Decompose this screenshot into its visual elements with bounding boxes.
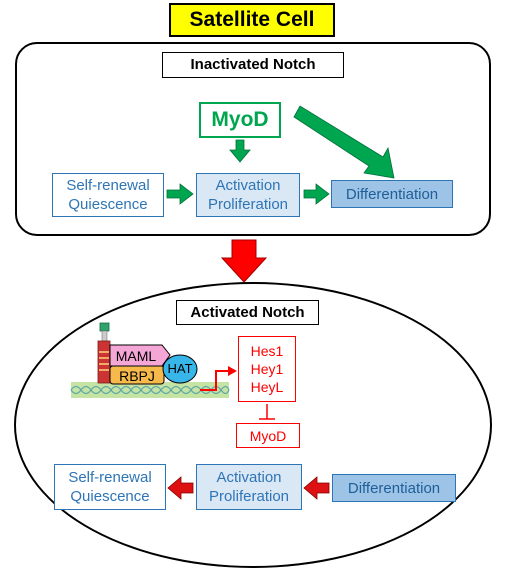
activation-top-line1: Activation bbox=[215, 177, 281, 194]
differentiation-top-box: Differentiation bbox=[331, 180, 453, 208]
transition-arrow bbox=[220, 239, 268, 283]
myod-bottom-box: MyoD bbox=[236, 423, 300, 448]
target-hey1: Hey1 bbox=[250, 361, 284, 377]
hat-shape bbox=[162, 354, 198, 384]
activated-notch-label: Activated Notch bbox=[176, 300, 319, 325]
activation-bottom-line1: Activation bbox=[216, 469, 282, 486]
self-renewal-bottom-box: Self-renewal Quiescence bbox=[54, 464, 166, 510]
target-hes1: Hes1 bbox=[250, 343, 284, 359]
notch-receptor-tip bbox=[99, 322, 110, 332]
notch-receptor-body bbox=[97, 340, 111, 384]
myod-to-activation-arrow bbox=[229, 139, 251, 163]
rbpj-shape bbox=[109, 365, 165, 385]
self-renewal-top-line2: Quiescence bbox=[68, 196, 148, 213]
myod-top-box: MyoD bbox=[199, 102, 281, 138]
self-renewal-bottom-line1: Self-renewal bbox=[68, 469, 152, 486]
target-heyl: HeyL bbox=[250, 379, 284, 395]
notch-receptor-stalk bbox=[101, 330, 108, 342]
activation-top-box: Activation Proliferation bbox=[196, 173, 300, 217]
activation-top-line2: Proliferation bbox=[207, 196, 289, 213]
notch-targets-box: Hes1 Hey1 HeyL bbox=[238, 336, 296, 402]
differentiation-to-activation-arrow bbox=[303, 476, 330, 500]
myod-to-differentiation-arrow bbox=[293, 105, 395, 179]
hat-label: HAT bbox=[167, 361, 193, 376]
maml-label: MAML bbox=[115, 348, 157, 364]
inactivated-notch-label: Inactivated Notch bbox=[162, 52, 344, 78]
activation-to-self-renewal-arrow bbox=[167, 476, 194, 500]
transcription-arrow bbox=[200, 370, 228, 391]
self-renewal-top-box: Self-renewal Quiescence bbox=[52, 173, 164, 217]
differentiation-bottom-box: Differentiation bbox=[332, 474, 456, 502]
activation-bottom-line2: Proliferation bbox=[208, 488, 290, 505]
self-renewal-to-activation-arrow bbox=[166, 183, 194, 205]
self-renewal-top-line1: Self-renewal bbox=[66, 177, 150, 194]
self-renewal-bottom-line2: Quiescence bbox=[70, 488, 150, 505]
activation-to-differentiation-arrow bbox=[303, 183, 330, 205]
activation-bottom-box: Activation Proliferation bbox=[196, 464, 302, 510]
dna-strip bbox=[71, 382, 229, 398]
rbpj-label: RBPJ bbox=[119, 368, 155, 384]
page-title: Satellite Cell bbox=[169, 3, 335, 37]
